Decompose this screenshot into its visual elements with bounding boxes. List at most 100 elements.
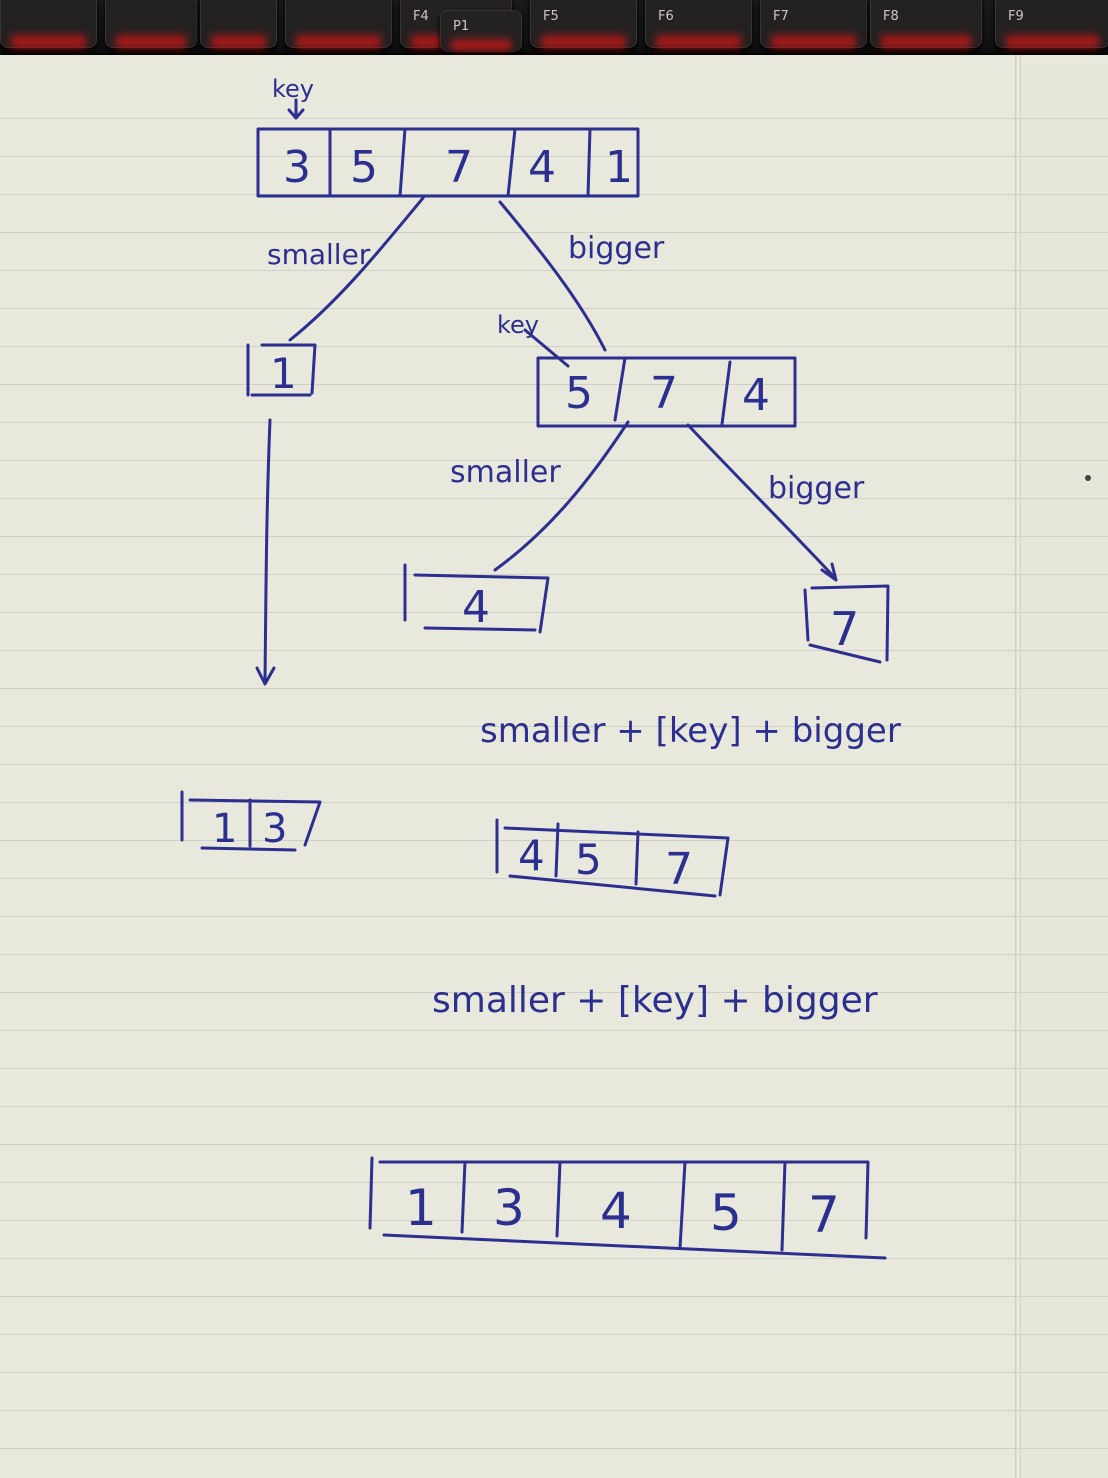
top-key-label: key xyxy=(272,75,314,103)
ruled-line xyxy=(0,1296,1108,1297)
keyboard-key: F6 xyxy=(645,0,752,49)
root-cell: 3 xyxy=(283,142,311,193)
right-key-pointer xyxy=(523,328,570,368)
right-child-cell: 7 xyxy=(650,368,678,419)
top-key-arrow xyxy=(287,98,305,120)
sub-right-child-array: 7 xyxy=(803,584,890,664)
ruled-line xyxy=(0,1448,1108,1449)
ruled-line xyxy=(0,840,1108,841)
final-cell: 3 xyxy=(493,1179,525,1237)
ruled-line xyxy=(0,764,1108,765)
ruled-line xyxy=(0,1410,1108,1411)
ruled-line xyxy=(0,954,1108,955)
ruled-line xyxy=(0,992,1108,993)
keyboard-key: F9 xyxy=(995,0,1108,49)
ruled-line xyxy=(0,346,1108,347)
ruled-line xyxy=(0,422,1108,423)
merged-right-array: 4 5 7 xyxy=(495,818,730,898)
final-array-box xyxy=(368,1156,887,1260)
merged-left-cell: 1 xyxy=(212,806,237,852)
keyboard-key xyxy=(0,0,97,49)
final-cell: 1 xyxy=(405,1179,437,1237)
ruled-line xyxy=(0,384,1108,385)
ruled-line xyxy=(0,916,1108,917)
ruled-line xyxy=(0,118,1108,119)
sub-left-branch-line xyxy=(493,420,630,572)
final-cell: 5 xyxy=(710,1184,742,1242)
ruled-line xyxy=(0,1068,1108,1069)
notebook-page xyxy=(0,55,1108,1478)
notebook-spine xyxy=(1015,55,1021,1478)
left-branch-line xyxy=(288,196,425,342)
keyboard-key: F7 xyxy=(760,0,867,49)
merged-right-box xyxy=(495,818,730,898)
root-array-box xyxy=(256,127,640,198)
final-array: 1 3 4 5 7 xyxy=(368,1156,887,1260)
paper-speck xyxy=(1085,475,1091,481)
merged-right-cell: 5 xyxy=(575,835,602,884)
sub-left-child-box xyxy=(403,563,550,634)
ruled-line xyxy=(0,1144,1108,1145)
ruled-line xyxy=(0,156,1108,157)
divider xyxy=(720,360,732,426)
merged-right-cell: 4 xyxy=(518,831,545,880)
ruled-line xyxy=(0,498,1108,499)
right-child-array: 5 7 4 xyxy=(536,356,797,428)
merged-left-box xyxy=(180,790,322,852)
ruled-line xyxy=(0,536,1108,537)
final-cell: 4 xyxy=(600,1182,632,1240)
ruled-line xyxy=(0,878,1108,879)
merged-left-cell: 3 xyxy=(262,806,287,852)
root-cell: 5 xyxy=(350,142,378,193)
ruled-line xyxy=(0,574,1108,575)
formula-2: smaller + [key] + bigger xyxy=(432,980,878,1021)
right-child-box xyxy=(536,356,797,428)
ruled-line xyxy=(0,1372,1108,1373)
merged-right-cell: 7 xyxy=(665,844,693,895)
keyboard-key: P1 xyxy=(440,10,522,53)
keyboard-key: F8 xyxy=(870,0,982,49)
root-array: 3 5 7 4 1 xyxy=(256,127,640,198)
sub-right-branch-label: bigger xyxy=(768,471,865,506)
sub-right-child-cell: 7 xyxy=(830,602,859,656)
sub-left-child-array: 4 xyxy=(403,563,550,634)
root-cell: 1 xyxy=(605,142,633,193)
keyboard-key xyxy=(200,0,277,49)
sub-left-child-cell: 4 xyxy=(462,582,490,633)
ruled-line xyxy=(0,1258,1108,1259)
keyboard-key xyxy=(105,0,197,49)
sub-right-branch-line xyxy=(686,423,838,582)
keyboard-key: F5 xyxy=(530,0,637,49)
left-child-array: 1 xyxy=(246,343,317,398)
ruled-line xyxy=(0,802,1108,803)
merged-left-array: 1 3 xyxy=(180,790,322,852)
final-cell: 7 xyxy=(808,1186,840,1244)
divider xyxy=(398,127,407,198)
ruled-line xyxy=(0,308,1108,309)
right-branch-line xyxy=(498,200,607,352)
ruled-line xyxy=(0,650,1108,651)
sub-right-child-box xyxy=(803,584,890,664)
left-branch-label: smaller xyxy=(267,238,371,271)
ruled-line xyxy=(0,1030,1108,1031)
ruled-line xyxy=(0,688,1108,689)
ruled-line xyxy=(0,1220,1108,1221)
left-child-cell: 1 xyxy=(270,349,297,398)
ruled-line xyxy=(0,726,1108,727)
ruled-line xyxy=(0,232,1108,233)
formula-1: smaller + [key] + bigger xyxy=(480,711,901,751)
root-cell: 4 xyxy=(528,142,556,193)
sub-left-branch-label: smaller xyxy=(450,455,561,490)
divider xyxy=(506,127,517,198)
left-child-box xyxy=(246,343,317,397)
divider xyxy=(586,127,592,198)
keyboard-key xyxy=(285,0,392,49)
ruled-line xyxy=(0,460,1108,461)
divider xyxy=(613,356,627,422)
right-branch-label: bigger xyxy=(568,231,665,266)
notebook-right-page xyxy=(1021,62,1108,1478)
ruled-line xyxy=(0,612,1108,613)
right-child-cell: 4 xyxy=(742,370,770,421)
ruled-line xyxy=(0,1106,1108,1107)
